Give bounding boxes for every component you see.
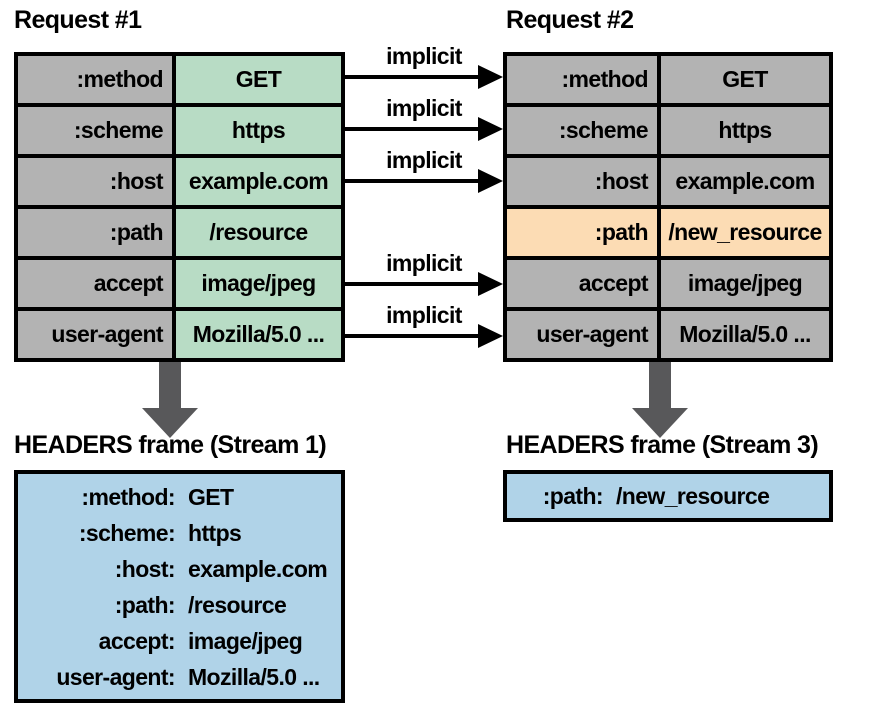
header-name-cell: :path bbox=[18, 209, 172, 256]
arrow-shaft bbox=[345, 334, 483, 338]
request2-title: Request #2 bbox=[506, 6, 634, 34]
frame-header-name: :host: bbox=[114, 555, 176, 582]
header-name-cell: :method bbox=[507, 56, 657, 103]
frame-header-name: :path: bbox=[542, 483, 604, 509]
header-name-cell: :scheme bbox=[18, 107, 172, 154]
header-name-cell-highlighted: :path bbox=[507, 209, 657, 256]
header-value-cell-highlighted: /new_resource bbox=[661, 209, 829, 256]
arrow-shaft bbox=[345, 127, 483, 131]
frame-header-name: :method: bbox=[81, 483, 175, 510]
header-value-cell: image/jpeg bbox=[176, 260, 341, 307]
header-value-cell: image/jpeg bbox=[661, 260, 829, 307]
request1-header-table: :method GET :scheme https :host example.… bbox=[14, 52, 345, 362]
header-value-cell: https bbox=[661, 107, 829, 154]
arrow-head-icon bbox=[478, 117, 503, 141]
down-arrow-icon bbox=[142, 362, 198, 438]
frame-header-value: https bbox=[188, 519, 242, 546]
frame-header-name: accept: bbox=[98, 627, 176, 654]
header-name-cell: user-agent bbox=[507, 311, 657, 358]
header-name-cell: accept bbox=[507, 260, 657, 307]
header-value-cell: example.com bbox=[176, 158, 341, 205]
header-value-cell: Mozilla/5.0 ... bbox=[176, 311, 341, 358]
frame-header-value: GET bbox=[188, 483, 234, 510]
implicit-arrow-label: implicit bbox=[386, 250, 462, 276]
frame-header-value: Mozilla/5.0 ... bbox=[188, 663, 320, 690]
implicit-arrow: implicit bbox=[345, 43, 503, 89]
arrow-shaft bbox=[345, 179, 483, 183]
implicit-arrow-label: implicit bbox=[386, 95, 462, 121]
header-value-cell: example.com bbox=[661, 158, 829, 205]
implicit-arrow-label: implicit bbox=[386, 147, 462, 173]
header-value-cell: GET bbox=[176, 56, 341, 103]
down-arrow-shaft bbox=[159, 362, 181, 408]
implicit-arrow: implicit bbox=[345, 95, 503, 141]
arrow-shaft bbox=[345, 282, 483, 286]
down-arrow-icon bbox=[632, 362, 688, 438]
down-arrow-head bbox=[142, 408, 198, 438]
frame1-headers-box: :method: GET :scheme: https :host: examp… bbox=[14, 470, 345, 703]
header-name-cell: :host bbox=[18, 158, 172, 205]
frame-header-value: /resource bbox=[188, 591, 287, 618]
arrow-head-icon bbox=[478, 272, 503, 296]
down-arrow-head bbox=[632, 408, 688, 438]
header-name-cell: :host bbox=[507, 158, 657, 205]
header-name-cell: accept bbox=[18, 260, 172, 307]
arrow-head-icon bbox=[478, 169, 503, 193]
implicit-arrow: implicit bbox=[345, 302, 503, 348]
header-value-cell: Mozilla/5.0 ... bbox=[661, 311, 829, 358]
arrow-shaft bbox=[345, 75, 483, 79]
frame-header-value: example.com bbox=[188, 555, 328, 582]
header-name-cell: :method bbox=[18, 56, 172, 103]
header-name-cell: user-agent bbox=[18, 311, 172, 358]
header-name-cell: :scheme bbox=[507, 107, 657, 154]
request1-title: Request #1 bbox=[14, 6, 142, 34]
implicit-arrow-label: implicit bbox=[386, 302, 462, 328]
request2-header-table: :method GET :scheme https :host example.… bbox=[503, 52, 833, 362]
arrow-head-icon bbox=[478, 65, 503, 89]
header-value-cell: /resource bbox=[176, 209, 341, 256]
frame-header-value: /new_resource bbox=[616, 483, 770, 509]
arrow-head-icon bbox=[478, 324, 503, 348]
down-arrow-shaft bbox=[649, 362, 671, 408]
frame-header-value: image/jpeg bbox=[188, 627, 303, 654]
implicit-arrow-label: implicit bbox=[386, 43, 462, 69]
header-value-cell: GET bbox=[661, 56, 829, 103]
implicit-arrow: implicit bbox=[345, 147, 503, 193]
implicit-arrow: implicit bbox=[345, 250, 503, 296]
frame-header-name: :path: bbox=[114, 591, 176, 618]
frame-header-name: :scheme: bbox=[78, 519, 176, 546]
frame-header-name: user-agent: bbox=[56, 663, 175, 690]
header-value-cell: https bbox=[176, 107, 341, 154]
frame2-headers-box: :path: /new_resource bbox=[503, 470, 833, 522]
